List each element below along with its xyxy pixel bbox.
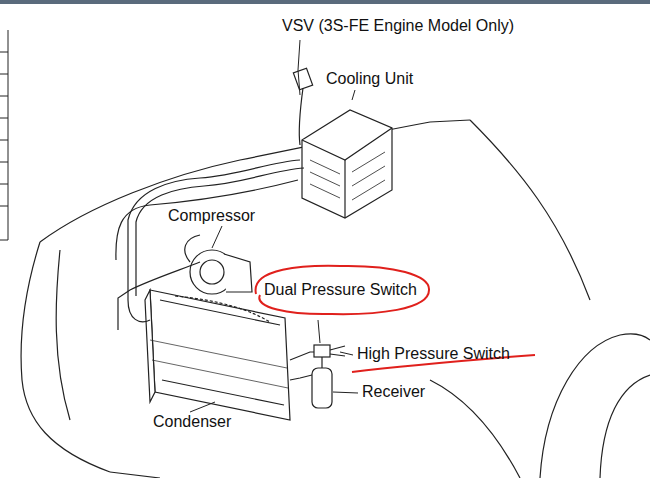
receiver	[312, 345, 345, 408]
part-label: Cooling Unit	[326, 70, 413, 88]
part-label: Receiver	[362, 383, 425, 401]
part-label: Compressor	[168, 207, 255, 225]
refrigerant-piping	[116, 88, 318, 380]
part-label: High Pressure Switch	[357, 345, 510, 363]
part-label: Condenser	[153, 413, 231, 431]
red-circled-callout: Dual Pressure Switch	[250, 263, 431, 317]
edge-table	[0, 30, 8, 240]
condenser	[145, 290, 290, 420]
part-label: VSV (3S-FE Engine Model Only)	[282, 17, 514, 35]
leader-lines	[190, 40, 358, 412]
part-label: Dual Pressure Switch	[264, 281, 431, 299]
cooling-unit	[293, 68, 392, 218]
top-bar	[0, 0, 650, 4]
